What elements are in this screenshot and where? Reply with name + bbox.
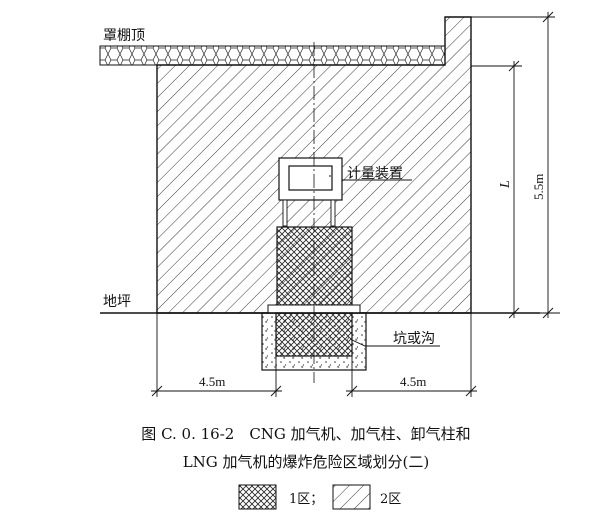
dim-L-label: L: [498, 180, 513, 189]
legend-zone1-label: 1区；: [289, 492, 323, 507]
metering-display: [288, 165, 333, 191]
dispenser-column: [282, 199, 288, 227]
legend-zone2-label: 2区: [380, 492, 401, 507]
legend-zone2-swatch: [332, 484, 371, 510]
width-dimensions: [151, 313, 477, 397]
dim-left-label: 4.5m: [199, 374, 225, 389]
legend-zone1-swatch: [238, 484, 277, 510]
ground-label: 地坪: [103, 294, 131, 310]
height-dimensions: [471, 11, 560, 319]
caption-line-2: LNG 加气机的爆炸危险区域划分(二): [183, 453, 430, 471]
caption-line-1: 图 C. 0. 16-2 CNG 加气机、加气柱、卸气柱和: [141, 425, 470, 443]
canopy-slab: [99, 45, 446, 66]
canopy-top-label: 罩棚顶: [103, 28, 145, 44]
metering-device-label: 计量装置: [347, 166, 403, 182]
dim-right-label: 4.5m: [400, 374, 426, 389]
dim-total-height-label: 5.5m: [531, 174, 546, 200]
pit-label: 坑或沟: [393, 331, 435, 347]
zone1-dispenser: [276, 226, 353, 306]
